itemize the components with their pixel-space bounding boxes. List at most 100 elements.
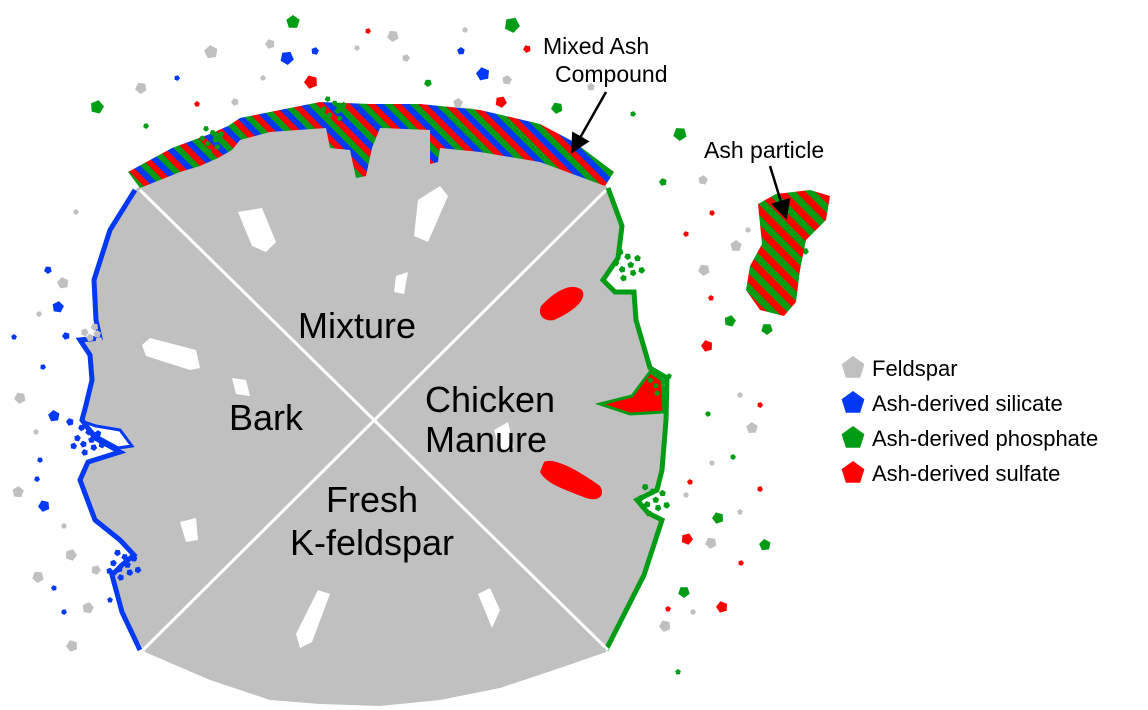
sulfate-particle (194, 101, 200, 107)
sector-label-fresh: Fresh (326, 479, 418, 520)
phosphate-particle (675, 669, 681, 675)
phosphate-particle (725, 315, 736, 326)
grain-particle (659, 621, 670, 632)
silicate-particle (53, 301, 64, 312)
silicate-cluster-dot (80, 441, 87, 448)
grain-particle (92, 565, 101, 575)
sulfate-particle (716, 601, 727, 612)
phosphate-cluster-dot (652, 497, 659, 503)
phosphate-particle (286, 15, 299, 28)
silicate-particle (175, 75, 181, 81)
sulfate-particle (496, 97, 507, 108)
grain-particle (13, 486, 24, 497)
grain-particle (61, 523, 67, 529)
sulfate-particle (739, 560, 745, 566)
ash-particle (746, 190, 830, 316)
phosphate-cluster-dot (619, 266, 625, 273)
grain-particle (135, 83, 146, 94)
silicate-particle (107, 597, 113, 603)
phosphate-particle (673, 128, 686, 141)
legend: FeldsparAsh-derived silicateAsh-derived … (842, 356, 1099, 486)
silicate-particle (476, 67, 489, 80)
grain-particle (683, 492, 689, 498)
legend-item: Ash-derived sulfate (842, 461, 1061, 486)
phosphate-cluster-dot (655, 505, 662, 512)
grain-particle (462, 27, 468, 33)
grain-particle (705, 538, 716, 549)
grain-particle (265, 39, 274, 49)
grain-particle (387, 31, 398, 42)
phosphate-particle (705, 411, 711, 417)
phosphate-cluster-dot (659, 490, 666, 496)
phosphate-cluster-dot (620, 275, 626, 282)
silicate-particle (40, 364, 46, 370)
grain-particle (34, 429, 40, 435)
silicate-particle (457, 47, 465, 54)
sulfate-particle (757, 486, 763, 492)
silicate-cluster-dot (91, 444, 98, 451)
legend-pentagon-icon (842, 356, 865, 378)
silicate-particle (312, 47, 319, 55)
legend-pentagon-icon (842, 461, 865, 483)
silicate-cluster-dot (110, 560, 117, 567)
silicate-particle (34, 476, 40, 482)
phosphate-cluster-dot (325, 96, 331, 102)
silicate-particle (66, 418, 73, 426)
phosphate-cluster-dot (203, 126, 209, 132)
grain-particle (354, 46, 360, 52)
grain-particle (403, 54, 410, 62)
grain-particle (83, 602, 94, 613)
phosphate-cluster-dot (634, 255, 641, 261)
grain-particle (36, 311, 42, 317)
silicate-cluster-dot (74, 435, 81, 442)
grain-particle (260, 75, 266, 80)
sulfate-particle (687, 479, 693, 485)
silicate-particle (37, 458, 43, 463)
silicate-particle (61, 609, 67, 615)
legend-label: Ash-derived phosphate (872, 426, 1098, 451)
phosphate-particle (678, 587, 689, 598)
sector-label-mixture: Mixture (298, 305, 416, 346)
legend-label: Feldspar (872, 356, 958, 381)
grain-particle (503, 75, 512, 84)
phosphate-cluster-dot (664, 502, 671, 509)
grain-particle (709, 461, 715, 467)
grain-particle (14, 393, 25, 404)
legend-item: Ash-derived phosphate (842, 426, 1099, 451)
grain-particle (690, 609, 696, 615)
sulfate-particle (523, 45, 531, 53)
grain-particle (746, 227, 752, 233)
silicate-cluster-dot (71, 443, 78, 450)
phosphate-cluster-dot (627, 262, 634, 268)
grain-particle (66, 549, 77, 560)
sulfate-particle (757, 402, 763, 408)
sulfate-particle (682, 534, 693, 545)
sector-label-manure: Manure (425, 419, 547, 460)
grain-particle (204, 45, 217, 58)
phosphate-particle (712, 512, 723, 523)
phosphate-particle (551, 103, 562, 114)
sulfate-particle (683, 231, 689, 237)
grain-particle (231, 98, 238, 106)
phosphate-cluster-dot (666, 373, 672, 379)
sulfate-particle (709, 210, 715, 216)
phosphate-cluster-dot (624, 254, 631, 261)
sulfate-particle (366, 28, 372, 34)
legend-pentagon-icon (842, 426, 865, 448)
legend-pentagon-icon (842, 391, 865, 413)
phosphate-cluster-dot (630, 270, 637, 277)
phosphate-particle (631, 111, 636, 117)
legend-label: Ash-derived silicate (872, 391, 1063, 416)
grain-particle (737, 392, 743, 398)
phosphate-particle (761, 324, 772, 335)
silicate-cluster-dot (114, 550, 121, 557)
annotation-ash-particle: Ash particle (704, 137, 824, 163)
feldspar-grain (80, 104, 667, 706)
grain-particle (730, 240, 741, 251)
silicate-particle (38, 501, 49, 512)
grain-particle (698, 265, 709, 276)
silicate-particle (11, 334, 17, 340)
silicate-particle (48, 410, 59, 421)
legend-item: Ash-derived silicate (842, 391, 1063, 416)
